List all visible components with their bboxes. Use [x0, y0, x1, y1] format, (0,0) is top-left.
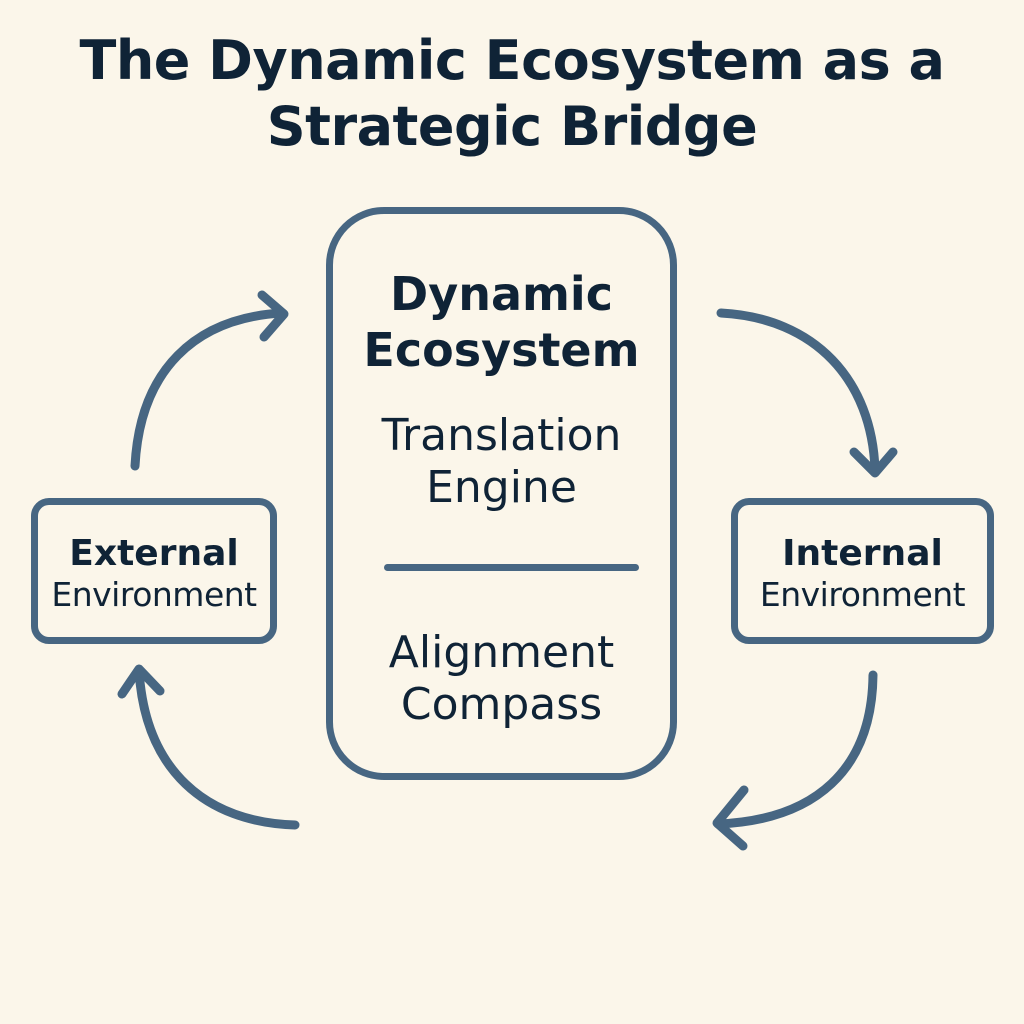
internal-box-line-2: Environment: [759, 575, 966, 614]
arrow-external-to-ecosystem: [130, 290, 289, 471]
arrow-head: [257, 290, 289, 342]
external-box-line-1: External: [69, 533, 239, 574]
arrow-ecosystem-to-internal: [716, 308, 898, 478]
ecosystem-title-line-2: Ecosystem: [363, 323, 640, 377]
arrow-head: [117, 664, 165, 699]
internal-environment-box: Internal Environment: [731, 498, 994, 644]
arrow-ecosystem-to-external: [117, 664, 300, 830]
arrow-internal-to-ecosystem: [712, 670, 878, 851]
arrow-curve: [716, 308, 880, 475]
alignment-compass-label: Alignment Compass: [333, 627, 670, 731]
translation-engine-line-2: Engine: [426, 462, 577, 513]
arrow-curve: [130, 308, 287, 471]
translation-engine-line-1: Translation: [381, 410, 622, 461]
ecosystem-title-line-1: Dynamic: [390, 267, 613, 321]
translation-engine-label: Translation Engine: [333, 410, 670, 514]
title-line-1: The Dynamic Ecosystem as a: [79, 29, 945, 92]
dynamic-ecosystem-box: Dynamic Ecosystem Translation Engine Ali…: [326, 207, 677, 780]
external-box-line-2: Environment: [51, 575, 257, 614]
arrow-curve: [134, 665, 300, 830]
title-line-2: Strategic Bridge: [266, 95, 758, 158]
internal-box-line-1: Internal: [782, 533, 943, 574]
arrow-head: [712, 785, 749, 851]
arrow-head: [849, 447, 898, 478]
ecosystem-title: Dynamic Ecosystem: [333, 266, 670, 378]
alignment-compass-line-1: Alignment: [388, 627, 615, 678]
diagram-title: The Dynamic Ecosystem as a Strategic Bri…: [0, 28, 1024, 160]
alignment-compass-line-2: Compass: [400, 679, 603, 730]
section-divider: [384, 564, 639, 571]
external-environment-box: External Environment: [31, 498, 277, 644]
arrow-curve: [713, 670, 878, 829]
